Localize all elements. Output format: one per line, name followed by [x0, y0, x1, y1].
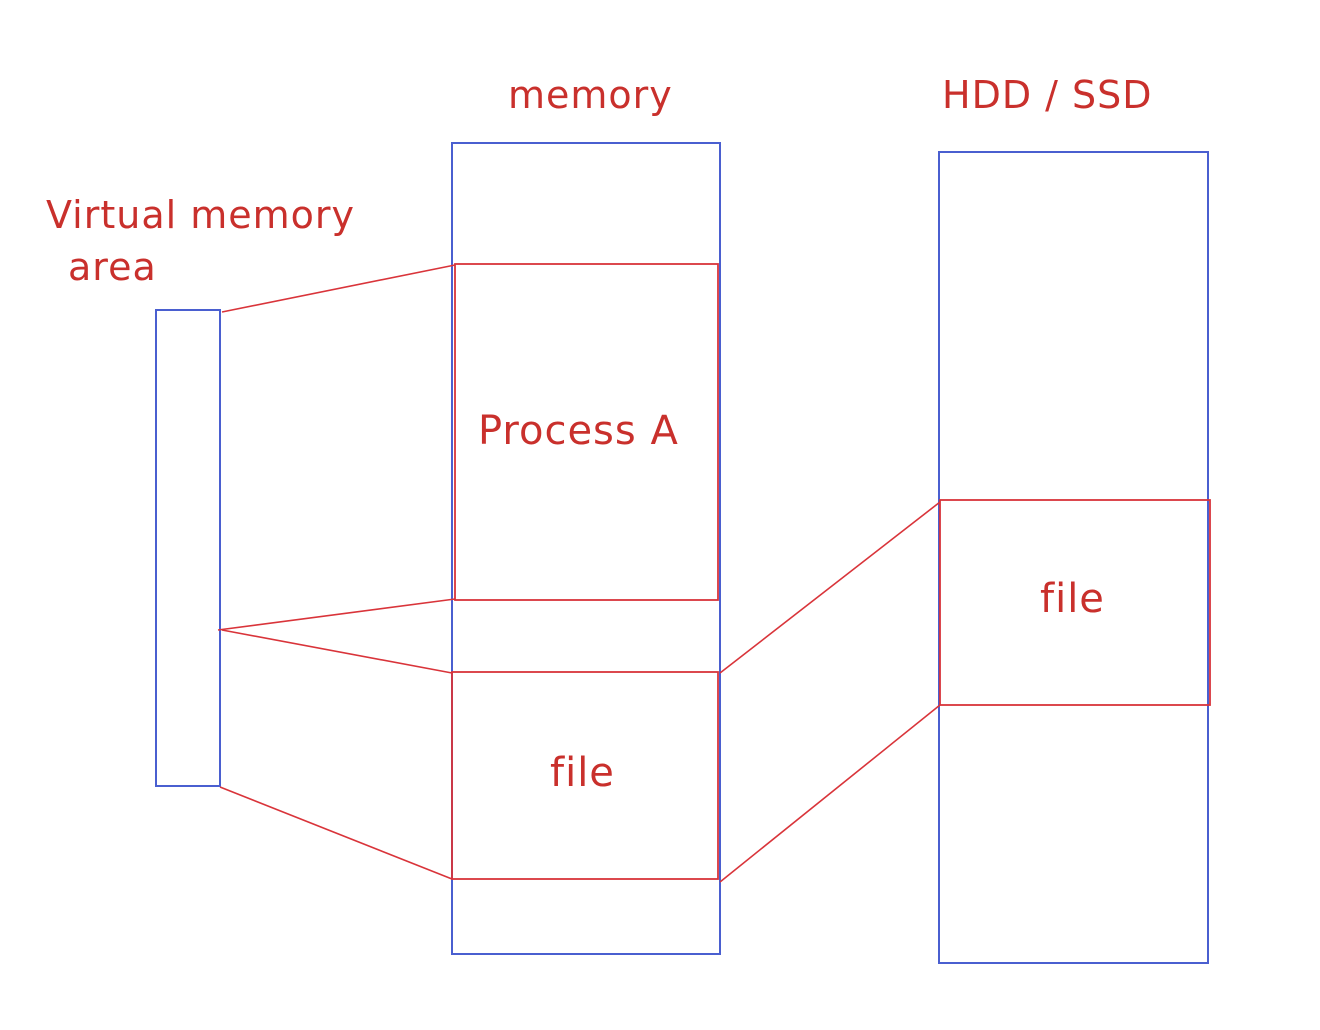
connector-memory-file-to-storage-bottom [719, 704, 941, 883]
connector-vma-to-process-bottom [217, 598, 456, 631]
virtual-memory-label-line2: area [68, 245, 157, 289]
virtual-memory-label-line1: Virtual memory [46, 193, 355, 237]
storage-column-box [938, 151, 1209, 964]
virtual-memory-area-box [155, 309, 221, 787]
storage-file-region [939, 499, 1211, 706]
storage-label: HDD / SSD [942, 73, 1153, 117]
connector-vma-to-file-bottom [219, 786, 453, 880]
storage-file-label: file [1040, 576, 1105, 622]
memory-label: memory [508, 73, 673, 117]
memory-file-region [451, 671, 719, 880]
memory-file-label: file [550, 750, 615, 796]
connector-vma-to-file-top [221, 629, 453, 674]
memory-column-box [451, 142, 721, 955]
connector-memory-file-to-storage-top [719, 501, 941, 674]
process-a-region [454, 263, 719, 601]
connector-vma-to-process-top [221, 264, 456, 313]
process-a-label: Process A [478, 408, 679, 454]
